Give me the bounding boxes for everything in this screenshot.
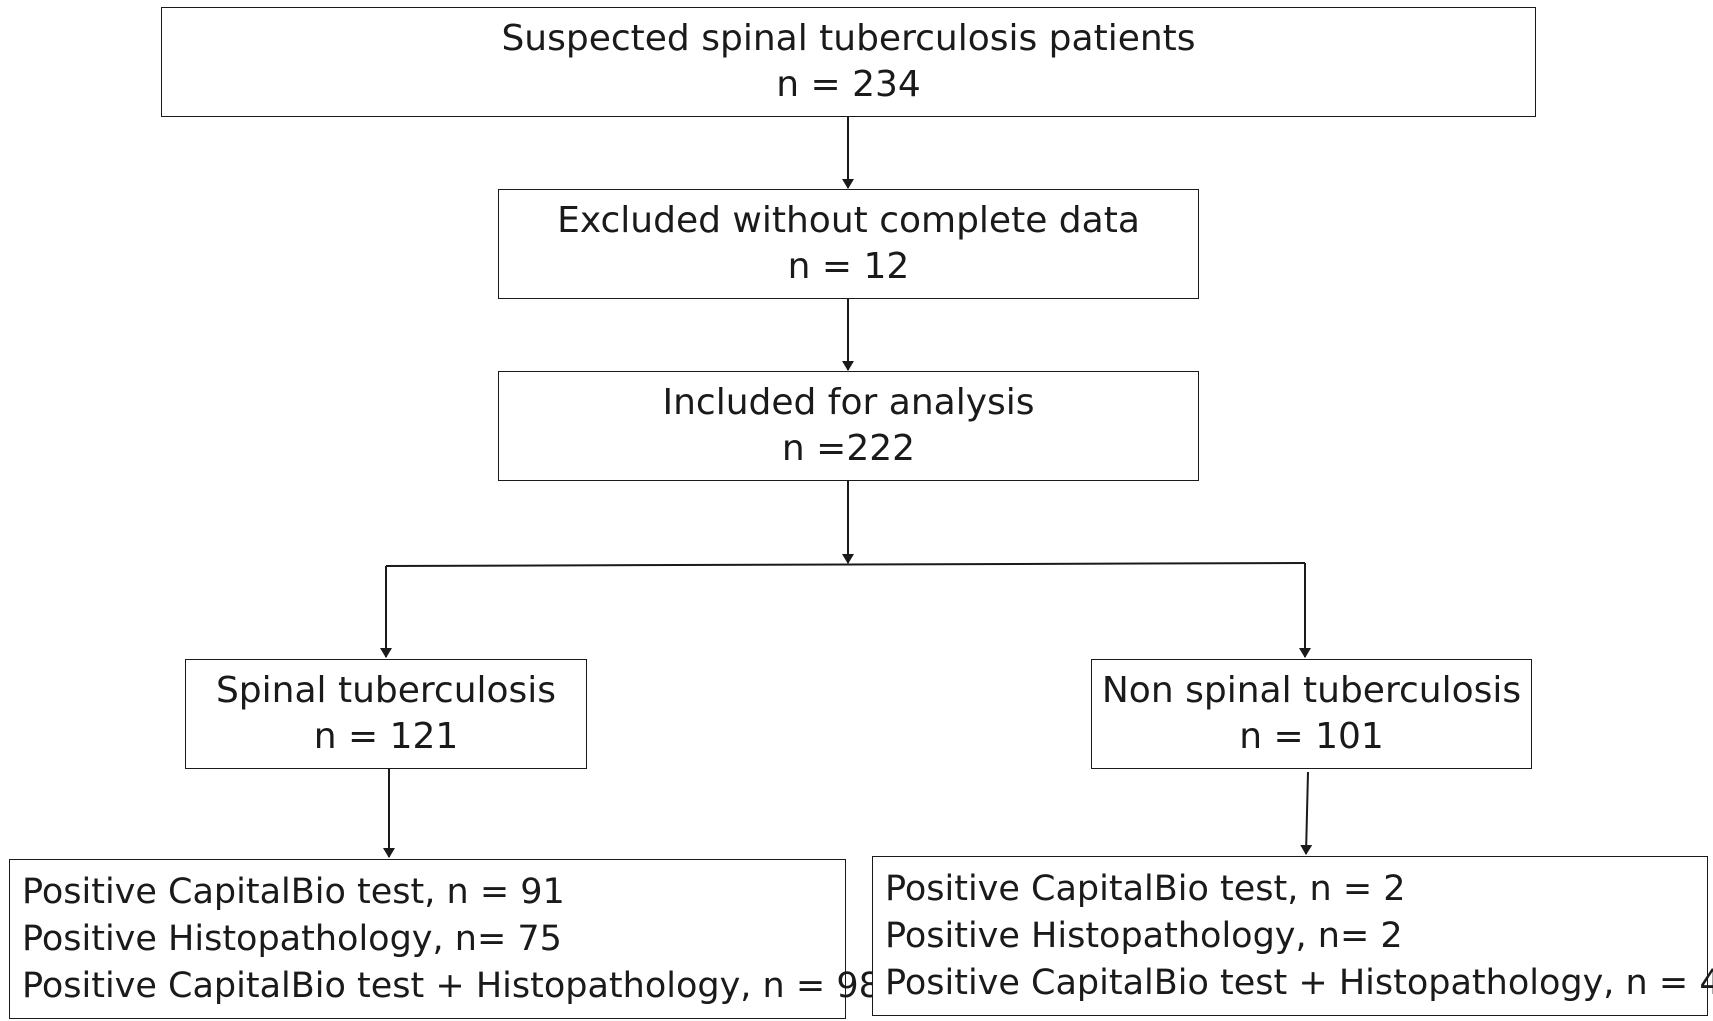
spinal-tb-box: Spinal tuberculosis n = 121 xyxy=(185,659,587,769)
split-horizontal-line xyxy=(385,562,1306,567)
excluded-title: Excluded without complete data xyxy=(557,200,1140,241)
arrow-non-spinal-tb-to-results xyxy=(1300,771,1313,855)
spinal-tb-result-histopathology: Positive Histopathology, n= 75 xyxy=(22,918,562,959)
non-spinal-tb-results-box: Positive CapitalBio test, n = 2 Positive… xyxy=(872,856,1713,1016)
excluded-box: Excluded without complete data n = 12 xyxy=(498,189,1199,299)
non-spinal-tb-result-capitalbio: Positive CapitalBio test, n = 2 xyxy=(885,868,1406,909)
suspected-patients-box: Suspected spinal tuberculosis patients n… xyxy=(161,7,1536,117)
included-box: Included for analysis n =222 xyxy=(498,371,1199,481)
spinal-tb-title: Spinal tuberculosis xyxy=(215,670,557,711)
suspected-patients-title: Suspected spinal tuberculosis patients xyxy=(501,18,1196,59)
non-spinal-tb-box: Non spinal tuberculosis n = 101 xyxy=(1091,659,1532,769)
spinal-tb-count: n = 121 xyxy=(313,716,459,757)
spinal-tb-result-combined: Positive CapitalBio test + Histopatholog… xyxy=(22,965,881,1006)
non-spinal-tb-title: Non spinal tuberculosis xyxy=(1101,670,1522,711)
included-title: Included for analysis xyxy=(662,382,1035,423)
non-spinal-tb-result-histopathology: Positive Histopathology, n= 2 xyxy=(885,915,1403,956)
included-count: n =222 xyxy=(781,428,916,469)
non-spinal-tb-result-combined: Positive CapitalBio test + Histopatholog… xyxy=(885,962,1713,1003)
excluded-count: n = 12 xyxy=(787,246,910,287)
non-spinal-tb-count: n = 101 xyxy=(1239,716,1384,757)
suspected-patients-count: n = 234 xyxy=(776,64,921,105)
spinal-tb-results-box: Positive CapitalBio test, n = 91 Positiv… xyxy=(9,859,881,1019)
spinal-tb-result-capitalbio: Positive CapitalBio test, n = 91 xyxy=(22,871,565,912)
